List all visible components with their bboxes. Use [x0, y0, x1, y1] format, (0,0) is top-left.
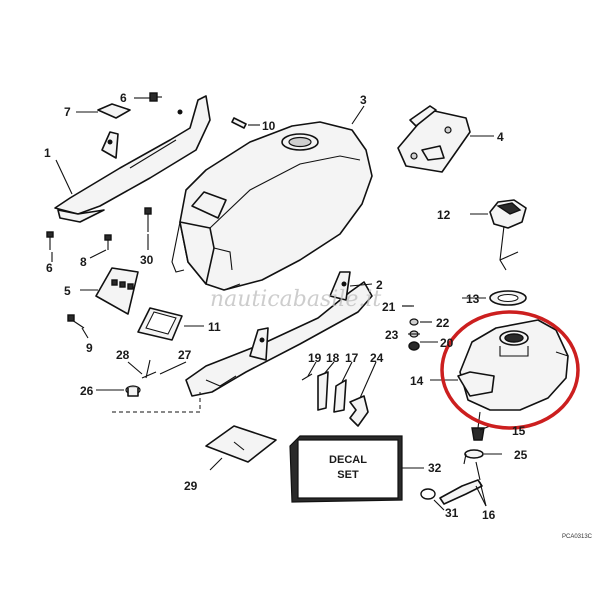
callout-10: 10	[262, 119, 276, 133]
part-19-pin	[301, 373, 313, 381]
callout-4: 4	[497, 130, 504, 144]
part-14-fuel-tank	[457, 319, 569, 411]
callout-5: 5	[64, 284, 71, 298]
leader-lines	[51, 97, 502, 511]
callout-6-left: 6	[46, 261, 53, 275]
callout-1: 1	[44, 146, 51, 160]
highlight-circle	[440, 310, 580, 430]
part-3-engine-cover	[171, 121, 373, 291]
callout-26: 26	[80, 384, 94, 398]
callout-19: 19	[308, 351, 322, 365]
callout-21: 21	[382, 300, 396, 314]
part-26-knob	[125, 385, 141, 397]
drawing-code: PCA0313C	[562, 534, 593, 540]
part-10-pin	[231, 117, 247, 129]
callout-14: 14	[410, 374, 424, 388]
callout-20: 20	[440, 336, 454, 350]
part-13-gasket	[489, 290, 527, 306]
callout-27: 27	[178, 348, 192, 362]
callout-18: 18	[326, 351, 340, 365]
part-9-screw	[67, 314, 85, 329]
part-29-plate	[205, 425, 277, 463]
part-4-bracket	[397, 105, 471, 173]
part-30-screw	[144, 207, 152, 232]
callout-15: 15	[512, 424, 526, 438]
callout-12: 12	[437, 208, 451, 222]
callout-22: 22	[436, 316, 450, 330]
part-7-plate	[97, 103, 131, 119]
callout-9: 9	[86, 341, 93, 355]
part-17-latch	[333, 379, 347, 413]
part-31-clip	[420, 488, 436, 500]
callout-29: 29	[184, 479, 198, 493]
part-8-screw	[104, 234, 112, 250]
part-1-bracket	[54, 95, 211, 223]
callout-23: 23	[385, 328, 399, 342]
callout-28: 28	[116, 348, 130, 362]
part-11-frame	[137, 307, 183, 341]
part-24-hook	[349, 395, 369, 427]
part-6-screw-left	[46, 231, 54, 250]
part-2-lower-bracket	[185, 271, 373, 397]
callout-32: 32	[428, 461, 442, 475]
part-20-nut	[408, 341, 420, 351]
callout-17: 17	[345, 351, 359, 365]
callout-6-top: 6	[120, 91, 127, 105]
callout-13: 13	[466, 292, 480, 306]
callout-2: 2	[376, 278, 383, 292]
callout-7: 7	[64, 105, 71, 119]
decal-label-line1: DECAL	[329, 454, 367, 466]
part-27-28-fasteners	[141, 359, 157, 379]
callout-25: 25	[514, 448, 528, 462]
decal-label-line2: SET	[337, 469, 359, 481]
part-12-fuel-cap	[489, 199, 527, 271]
part-6-screw-top	[149, 92, 162, 102]
part-25-clamp	[463, 449, 484, 465]
callout-30: 30	[140, 253, 154, 267]
callout-24: 24	[370, 351, 384, 365]
callout-3: 3	[360, 93, 367, 107]
callout-11: 11	[208, 320, 221, 334]
part-32-decal-set	[289, 435, 403, 503]
part-16-hose	[439, 461, 483, 505]
part-18-latch	[317, 371, 329, 411]
callout-31: 31	[445, 506, 459, 520]
callout-16: 16	[482, 508, 496, 522]
watermark: nauticabasile.it	[210, 287, 381, 312]
part-5-insert	[95, 267, 139, 315]
part-15-fitting	[471, 411, 485, 441]
callout-8: 8	[80, 255, 87, 269]
part-22-washer	[409, 318, 419, 326]
leader-dashed	[112, 392, 201, 413]
